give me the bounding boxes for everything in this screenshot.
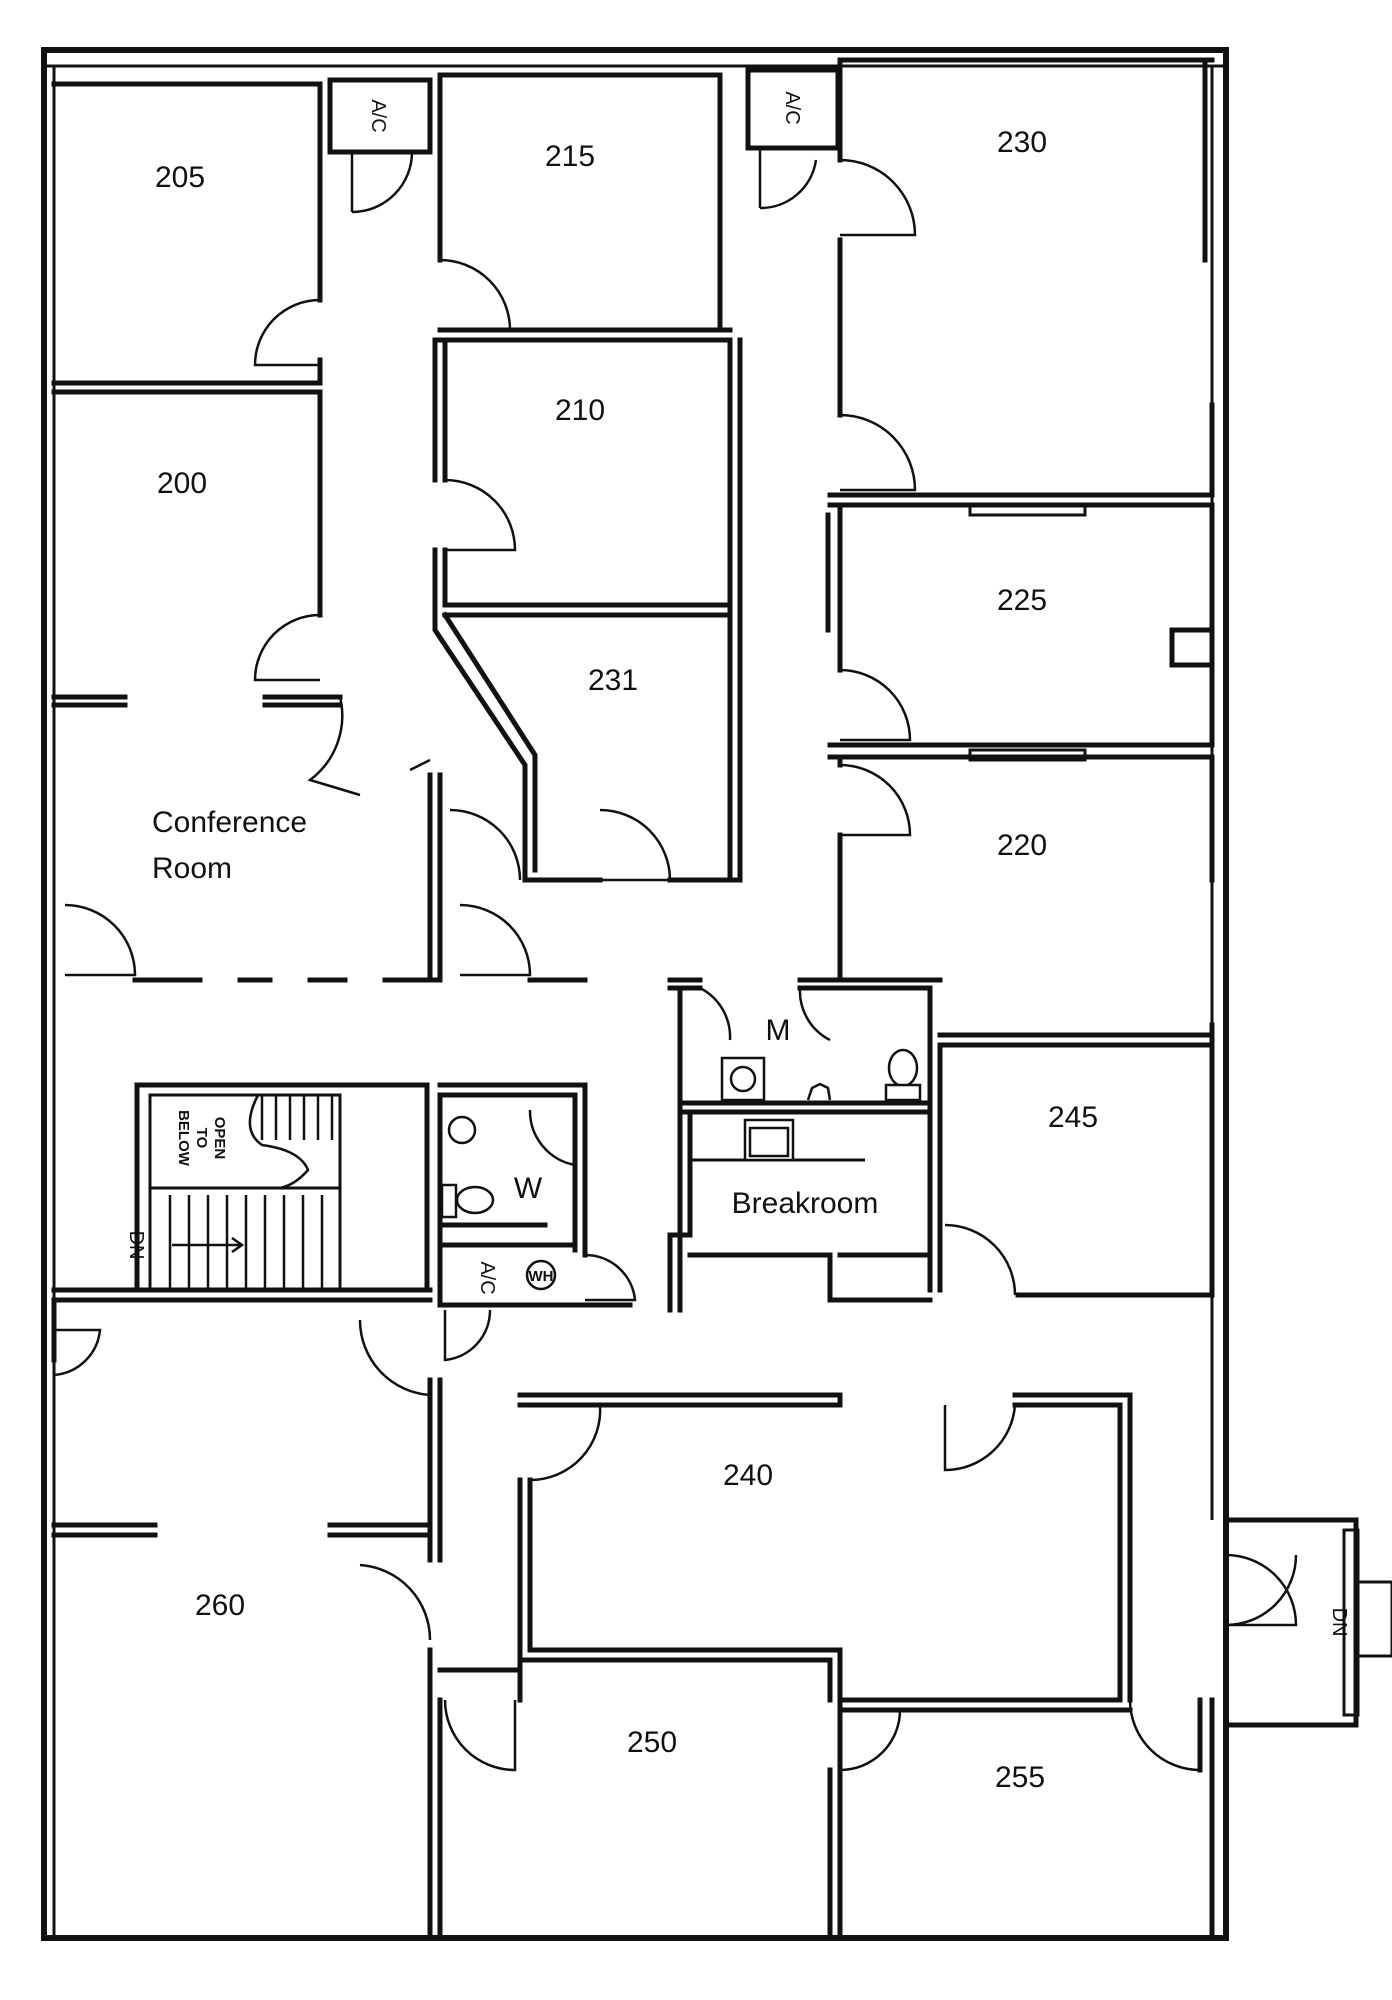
room-240-walls [517, 1392, 1133, 1703]
label-205: 205 [155, 161, 205, 194]
svg-text:WH: WH [529, 1268, 554, 1285]
label-womens: W [514, 1172, 543, 1205]
toilet-icon [455, 1185, 495, 1215]
label-conference-line2: Room [152, 852, 232, 885]
open-to-below-outline [248, 1094, 310, 1190]
label-245: 245 [1048, 1101, 1098, 1134]
label-open-to-below-1: OPEN [211, 1117, 228, 1160]
room-215-walls [437, 72, 733, 333]
label-ac-north-east: A/C [781, 91, 803, 124]
womens-fixtures [440, 1115, 495, 1219]
label-250: 250 [627, 1726, 677, 1759]
label-230: 230 [997, 126, 1047, 159]
room-210-walls [432, 337, 733, 883]
room-245-walls [937, 1042, 1215, 1298]
label-conference-line1: Conference [152, 806, 307, 839]
label-ac-north-west: A/C [367, 99, 389, 132]
mens-restroom-walls [667, 977, 943, 1313]
stair-treads [168, 1095, 334, 1288]
room-250-walls [437, 1657, 843, 1941]
label-east-stair-down: DN [1328, 1608, 1350, 1637]
label-mens: M [766, 1014, 791, 1047]
room-231-walls [432, 337, 743, 883]
label-240: 240 [723, 1459, 773, 1492]
ac-closet-north-west [327, 77, 433, 214]
stair-arrow-icon [172, 1236, 245, 1254]
exterior-walls [41, 47, 1392, 1941]
label-open-to-below-3: BELOW [175, 1110, 192, 1167]
conference-room-walls [51, 702, 588, 983]
sink-icon [729, 1065, 757, 1093]
room-205-walls [51, 81, 323, 386]
label-255: 255 [995, 1761, 1045, 1794]
label-open-to-below-2: TO [193, 1128, 210, 1149]
mens-fixtures [720, 1048, 922, 1102]
door-swings [53, 158, 1298, 1772]
room-labels: 205 215 230 210 200 225 231 220 Conferen… [152, 126, 1098, 1794]
room-255-walls [837, 1697, 1215, 1941]
label-220: 220 [997, 829, 1047, 862]
label-225: 225 [997, 584, 1047, 617]
room-230-walls [827, 57, 1215, 498]
stair-walls [51, 1082, 433, 1303]
label-231: 231 [588, 664, 638, 697]
label-ac-closet: A/C [476, 1261, 498, 1294]
womens-restroom-walls [437, 1082, 633, 1308]
water-heater-icon: WH [525, 1259, 557, 1291]
sink-icon [447, 1115, 477, 1145]
label-210: 210 [555, 394, 605, 427]
toilet-icon [887, 1048, 919, 1088]
label-200: 200 [157, 467, 207, 500]
label-breakroom: Breakroom [732, 1187, 879, 1220]
label-215: 215 [545, 140, 595, 173]
label-260: 260 [195, 1589, 245, 1622]
room-225-walls [825, 502, 1215, 748]
room-200-walls [51, 389, 343, 700]
breakroom-walls [667, 1109, 933, 1313]
label-stair-down: DN [125, 1231, 147, 1260]
room-260-walls [51, 1297, 443, 1941]
marker-labels: A/C A/C A/C DN DN OPEN TO BELOW [125, 91, 1350, 1636]
